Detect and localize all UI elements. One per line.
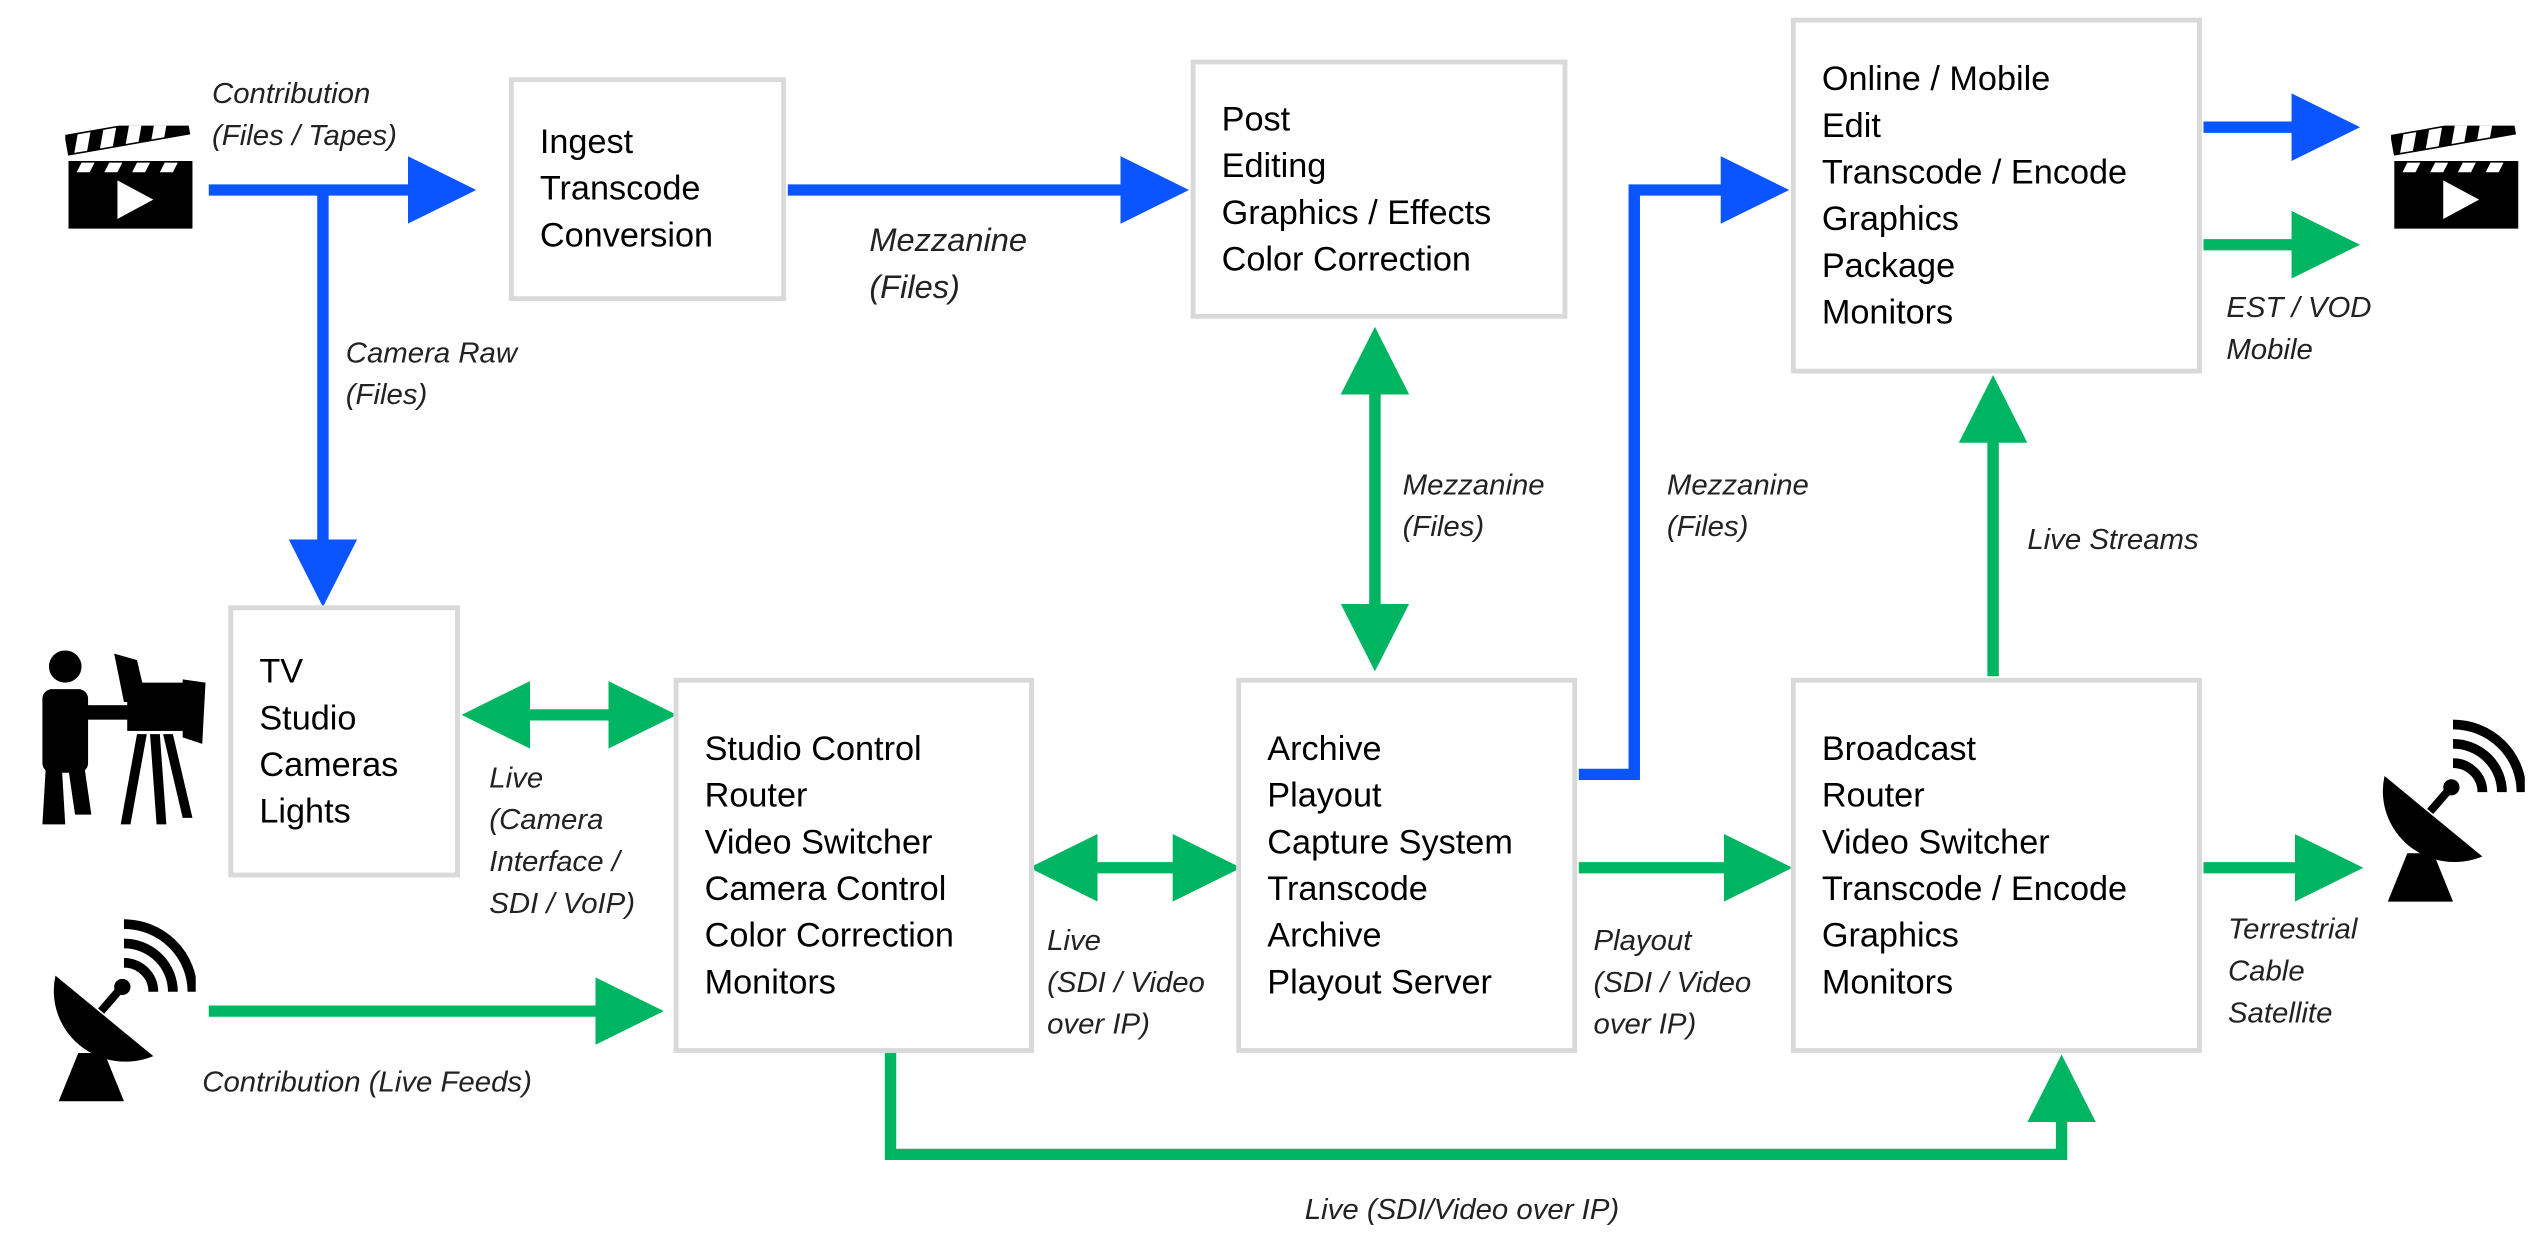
label-line: EST / VOD — [2226, 291, 2372, 324]
box-line: Video Switcher — [1821, 823, 2050, 861]
box-line: Studio Control — [704, 730, 922, 768]
label-line: Mobile — [2226, 333, 2313, 366]
box-line: Broadcast — [1821, 730, 1977, 768]
label-line: Live Streams — [2027, 523, 2199, 556]
box-ingest: Ingest Transcode Conversion — [508, 77, 787, 302]
label-line: (Files) — [869, 270, 960, 306]
box-line: TV — [259, 652, 304, 690]
label-mezzanine-ingest-post: Mezzanine (Files) — [869, 219, 1027, 312]
box-line: Color Correction — [704, 916, 954, 954]
label-live-camera-interface: Live (Camera Interface / SDI / VoIP) — [489, 757, 635, 924]
box-line: Edit — [1821, 107, 1881, 145]
box-archive-playout: Archive Playout Capture System Transcode… — [1236, 677, 1578, 1053]
box-line: Package — [1821, 247, 1956, 285]
box-line: Online / Mobile — [1821, 60, 2051, 98]
label-line: Cable — [2227, 954, 2305, 987]
label-contribution-files: Contribution (Files / Tapes) — [212, 72, 397, 156]
label-line: (Camera — [489, 803, 604, 836]
label-line: (SDI / Video — [1047, 966, 1205, 999]
label-line: SDI / VoIP) — [489, 887, 636, 920]
box-tv-studio: TV Studio Cameras Lights — [228, 605, 460, 878]
box-post: Post Editing Graphics / Effects Color Co… — [1190, 59, 1568, 319]
box-line: Capture System — [1267, 823, 1513, 861]
box-line: Transcode / Encode — [1821, 870, 2128, 908]
label-line: Live — [1047, 924, 1101, 957]
label-line: Terrestrial — [2227, 912, 2358, 946]
box-line: Post — [1221, 100, 1291, 138]
label-line: Satellite — [2227, 996, 2333, 1029]
box-line: Graphics — [1821, 916, 1959, 954]
label-line: over IP) — [1593, 1007, 1697, 1041]
box-line: Editing — [1221, 147, 1327, 185]
label-est-vod: EST / VOD Mobile — [2226, 287, 2371, 371]
clapperboard-icon — [2391, 125, 2519, 229]
label-contribution-live: Contribution (Live Feeds) — [202, 1061, 532, 1103]
label-live-streams: Live Streams — [2027, 518, 2198, 560]
box-line: Playout — [1267, 776, 1382, 814]
box-line: Archive — [1267, 916, 1382, 954]
label-line: (Files / Tapes) — [212, 119, 397, 152]
label-camera-raw: Camera Raw (Files) — [346, 332, 517, 416]
box-studio-control: Studio Control Router Video Switcher Cam… — [673, 677, 1035, 1053]
label-line: Contribution — [212, 77, 371, 110]
label-line: Contribution (Live Feeds) — [202, 1065, 532, 1099]
box-line: Lights — [259, 792, 351, 830]
label-line: Interface / — [489, 845, 620, 878]
box-line: Studio — [259, 699, 357, 737]
label-line: Playout — [1593, 924, 1692, 957]
box-line: Archive — [1267, 730, 1382, 768]
label-line: (SDI / Video — [1593, 966, 1752, 999]
box-line: Conversion — [539, 217, 714, 255]
satellite-dish-icon — [2382, 719, 2525, 902]
label-line: Mezzanine — [1666, 468, 1809, 501]
box-broadcast: Broadcast Router Video Switcher Transcod… — [1790, 677, 2202, 1053]
arrow-control-to-broadcast-bottom — [884, 1052, 2096, 1161]
box-line: Router — [704, 776, 808, 814]
label-mezzanine-archive-online: Mezzanine (Files) — [1667, 464, 1809, 548]
label-line: Mezzanine — [869, 223, 1028, 260]
label-terrestrial: Terrestrial Cable Satellite — [2228, 908, 2357, 1034]
satellite-dish-icon — [53, 919, 196, 1102]
box-line: Monitors — [704, 963, 836, 1001]
label-mezzanine-post-archive: Mezzanine (Files) — [1403, 464, 1545, 548]
box-line: Graphics / Effects — [1221, 194, 1492, 232]
box-line: Monitors — [1821, 293, 1954, 331]
box-line: Transcode / Encode — [1821, 153, 2128, 191]
box-line: Monitors — [1821, 963, 1954, 1001]
label-line: (Files) — [345, 378, 428, 411]
box-line: Transcode — [1267, 870, 1428, 908]
box-line: Router — [1821, 776, 1925, 814]
label-line: Camera Raw — [345, 336, 518, 369]
box-line: Graphics — [1821, 200, 1959, 238]
box-line: Cameras — [259, 746, 399, 784]
label-live-bottom: Live (SDI/Video over IP) — [1305, 1188, 1619, 1230]
label-line: (Files) — [1402, 510, 1485, 543]
camera-operator-icon — [42, 650, 206, 825]
label-line: Mezzanine — [1402, 468, 1545, 501]
box-line: Transcode — [539, 170, 701, 208]
box-line: Playout Server — [1267, 963, 1492, 1001]
label-line: (Files) — [1666, 510, 1749, 543]
box-line: Ingest — [539, 123, 634, 161]
arrow-archive-to-online — [1578, 156, 1790, 781]
label-live-sdi: Live (SDI / Video over IP) — [1047, 919, 1205, 1045]
box-line: Color Correction — [1221, 240, 1471, 278]
label-playout: Playout (SDI / Video over IP) — [1593, 919, 1751, 1045]
label-line: over IP) — [1047, 1007, 1150, 1041]
box-line: Video Switcher — [704, 823, 933, 861]
label-line: Live — [489, 761, 544, 794]
box-line: Camera Control — [704, 870, 947, 908]
label-line: Live (SDI/Video over IP) — [1304, 1193, 1620, 1226]
box-online-mobile: Online / Mobile Edit Transcode / Encode … — [1790, 17, 2202, 374]
clapperboard-icon — [65, 125, 193, 229]
